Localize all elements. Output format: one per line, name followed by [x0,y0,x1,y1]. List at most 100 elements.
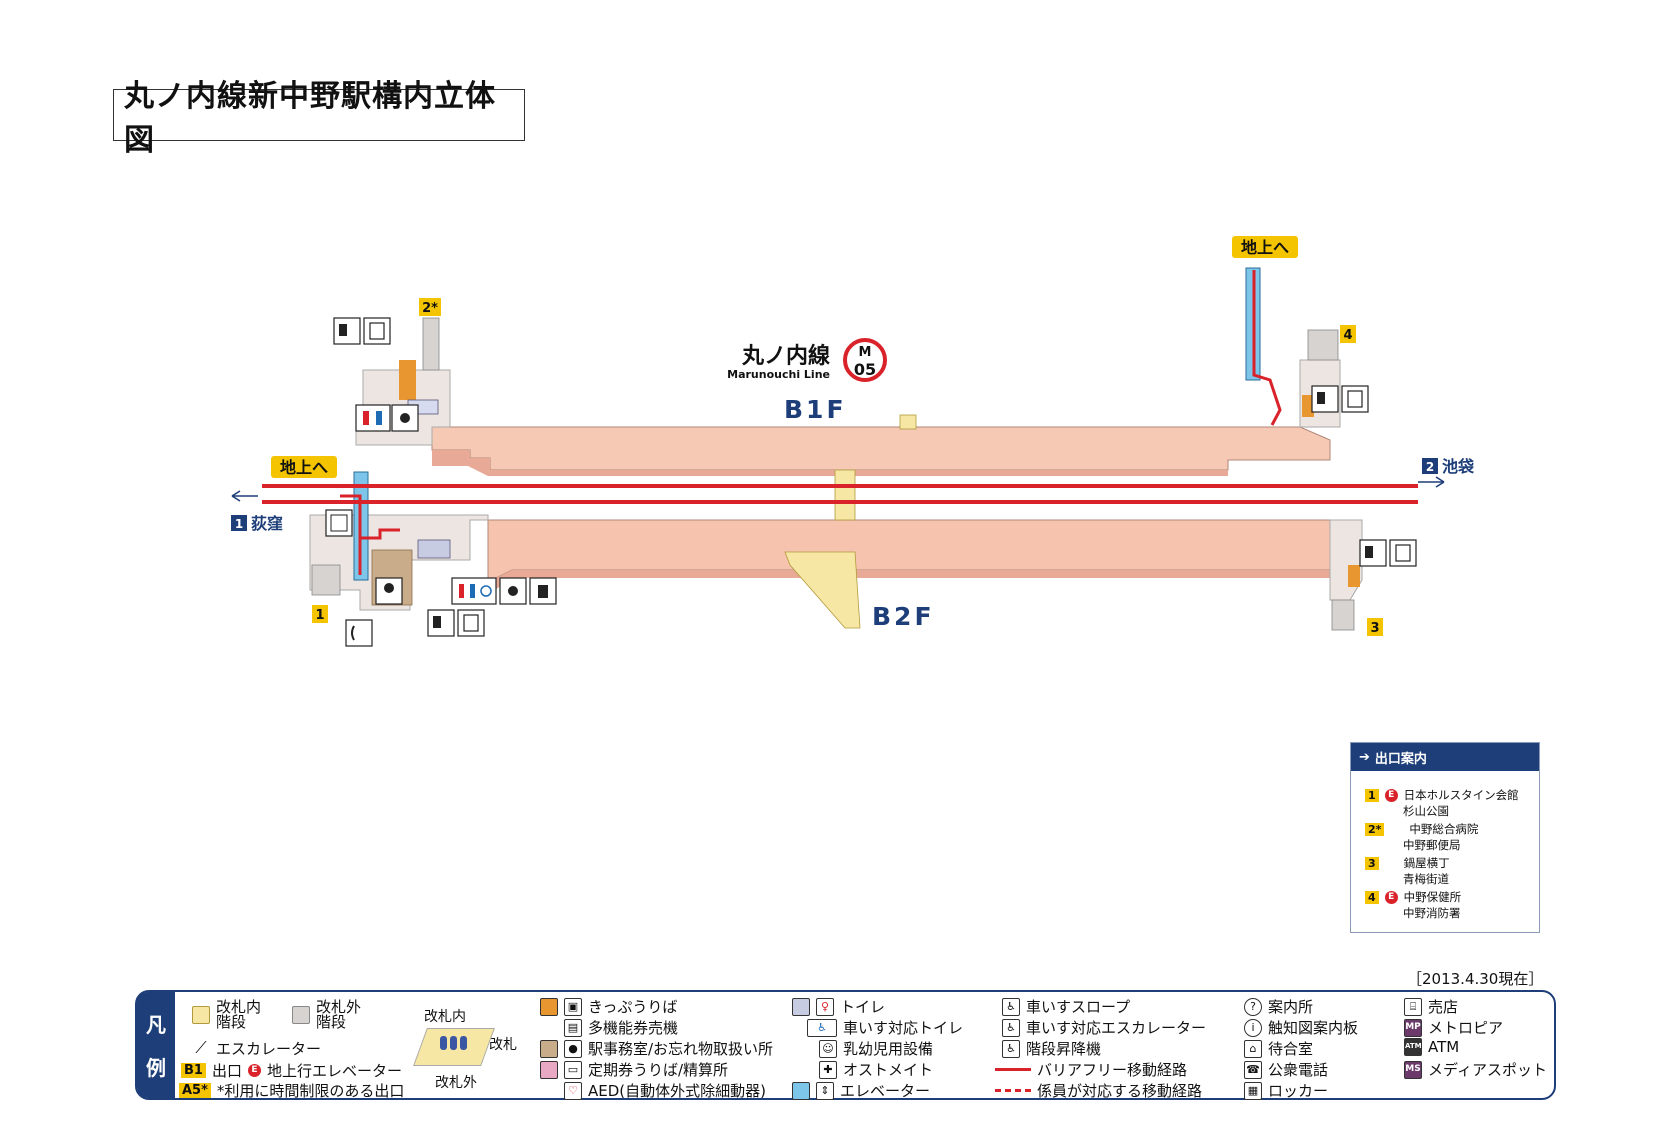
elevator-badge-icon: E [247,1064,261,1077]
legend-text: メディアスポット [1428,1061,1547,1079]
legend-side: 凡 例 [137,992,175,1098]
aed-icon: ♡ [564,1081,582,1100]
line-badge-number: 05 [854,360,876,379]
legend-gate-in: 改札内 [424,1009,466,1025]
shop-icon: ⌸ [1404,997,1422,1016]
baby-facility-icon-sw [499,577,527,605]
legend-text: 待合室 [1268,1040,1314,1058]
exit-guide-num: 2* [1365,822,1385,836]
ticket-area-nw [399,360,416,400]
legend-text: 階段昇降機 [1026,1040,1102,1058]
legend-side-top: 凡 [146,1013,166,1037]
legend-wheelchair-slope: ♿車いすスロープ [1002,996,1130,1017]
legend-text: 改札外 [316,998,362,1016]
gate-sw [417,539,451,559]
ticket-office-icon [540,997,558,1016]
direction-east-num: 2 [1426,460,1434,474]
fare-adjust-icon-sw [457,609,485,637]
line-badge [843,338,887,382]
legend-text: エレベーター [840,1082,931,1100]
exit-guide-dest: 鍋屋横丁 [1403,856,1450,870]
legend-text: 階段 [216,1013,247,1031]
accessible-toilet-icon [451,577,497,605]
legend-staff-route: 係員が対応する移動経路 [995,1080,1202,1101]
ostomate-icon [529,577,557,605]
exit4-stairs [1307,329,1339,361]
legend-text: 多機能券売機 [588,1019,679,1037]
legend-gate-out: 改札外 [435,1075,477,1091]
line-badge-letter: M [859,345,872,360]
to-ground-right: 地上へ [1241,238,1289,257]
exit-2-badge [419,298,441,316]
legend-gate: 改札 [489,1037,517,1053]
exit-guide-row: 1 E 日本ホルスタイン会館 [1365,787,1519,803]
gate-diagram-gates [440,1036,470,1050]
station-office-icon [375,577,403,605]
ticket-machine-icon-se [1359,539,1387,567]
question-icon: ? [1244,997,1262,1016]
ticket-area-se [1348,565,1360,587]
atm-icon: ATM [1404,1038,1422,1056]
floor-label-b1f: B1F [784,395,847,424]
to-ground-right-box [1232,236,1298,258]
commuter-pass-area-icon [540,1060,558,1079]
legend-text: きっぷうりば [588,998,678,1016]
line-name-en: Marunouchi Line [727,368,830,381]
exit-guide-header: ➔ 出口案内 [1351,743,1539,771]
exit-1-label: 1 [315,608,324,623]
center-stair-b1 [899,414,917,430]
legend-waiting-room: ⌂待合室 [1244,1038,1313,1059]
media-spot-icon: MS [1404,1060,1422,1079]
elevator-badge-icon: E [1384,788,1398,802]
ticket-machine-icon: ▣ [564,997,582,1016]
station-office-area-icon [540,1039,558,1058]
ticket-machine-icon-ne [1311,385,1339,413]
legend-baby-facility: ☺乳幼児用設備 [819,1038,933,1059]
to-ground-left-box [271,456,337,478]
legend-wheelchair-escalator: ♿車いす対応エスカレーター [1002,1017,1206,1038]
ticket-area-ne [1302,395,1314,417]
legend-text: 公衆電話 [1268,1061,1329,1079]
legend: 凡 例 改札内階段 改札外階段 ⟋ エスカレーター B1 出口 E 地上行エレベ… [135,990,1556,1100]
exit-guide-num: 1 [1365,788,1379,802]
direction-west-num-box [231,515,247,531]
exit-4-label: 4 [1343,328,1352,343]
exit-guide-dest: 中野郵便局 [1403,838,1461,852]
public-phone-icon [345,619,373,647]
exit-guide-dest: 中野保健所 [1403,890,1462,904]
baby-facility-icon: ☺ [819,1039,837,1058]
toilet-area-icon [792,997,810,1016]
legend-text: 改札内 [216,998,262,1016]
line-name-ja: 丸ノ内線 [741,343,830,369]
legend-accessible-toilet: ♿車いす対応トイレ [807,1017,963,1038]
accessible-toilet-icon: ♿ [807,1018,837,1037]
barrier-free-path-west [340,494,400,575]
ostomate-icon: ✚ [819,1060,837,1079]
legend-stairs-out: 改札外階段 [292,1000,361,1030]
legend-side-bottom: 例 [146,1056,166,1080]
elevator-icon-west [325,509,353,537]
exit-guide-dest: 青梅街道 [1403,872,1449,886]
legend-text: 車いす対応エスカレーター [1026,1019,1207,1037]
legend-elevator: ⇕エレベーター [792,1080,930,1101]
direction-west-num: 1 [235,517,243,531]
exit2-stairs [422,317,440,371]
fare-adjust-icon-ne [1341,385,1369,413]
legend-text: 売店 [1428,998,1459,1016]
center-stair-b2 [784,551,861,629]
legend-stair-lift: ♿階段昇降機 [1002,1038,1101,1059]
legend-shop: ⌸ 売店 [1404,996,1458,1017]
legend-text: ロッカー [1268,1082,1329,1100]
multi-ticket-machine-icon: ▤ [564,1018,582,1037]
legend-text: 地上行エレベーター [266,1062,402,1080]
timed-exit-badge-icon: A5* [179,1083,211,1098]
exit-3-badge [1367,618,1383,636]
direction-east-name: 池袋 [1442,457,1475,476]
exit-1-badge [312,605,328,623]
legend-text: トイレ [840,998,886,1016]
stairs-in-icon [192,1006,210,1024]
legend-text: 定期券うりば/精算所 [588,1061,729,1079]
exit-guide-num: 4 [1365,890,1379,904]
station-office-icon: ● [564,1039,582,1058]
